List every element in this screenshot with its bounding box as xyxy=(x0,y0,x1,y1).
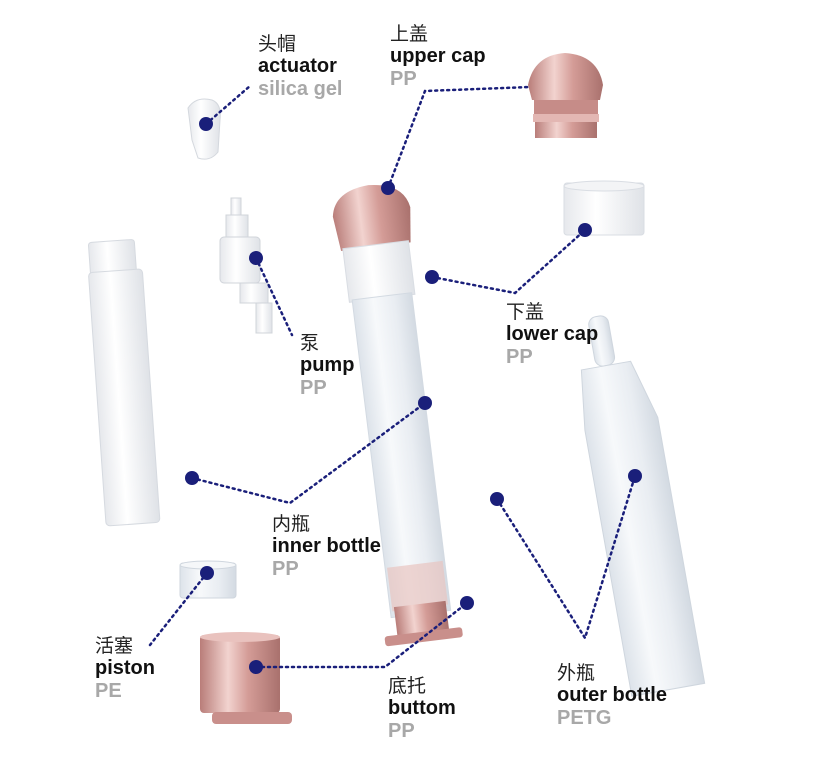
label-outer-bottle-cn: 外瓶 xyxy=(557,662,596,684)
leader-line-inner-bottle xyxy=(190,401,427,505)
outer-bottle-part xyxy=(580,315,706,697)
label-actuator-en: actuator xyxy=(258,55,337,78)
dot-outer-bottle xyxy=(628,469,642,483)
label-inner-bottle-en: inner bottle xyxy=(272,535,381,558)
upper-cap-part xyxy=(528,53,603,138)
dot-actuator xyxy=(199,117,213,131)
label-lower-cap: 下盖 lower cap PP xyxy=(506,301,599,368)
leader-line-actuator xyxy=(204,84,252,126)
label-pump-en: pump xyxy=(300,354,355,377)
label-lower-cap-material: PP xyxy=(506,345,533,368)
dot-piston xyxy=(200,566,214,580)
inner-bottle-part xyxy=(88,239,161,527)
dot-outer-bottle-assembled xyxy=(490,492,504,506)
label-piston-en: piston xyxy=(95,657,155,680)
pump-part xyxy=(219,197,273,334)
label-upper-cap-material: PP xyxy=(390,67,417,90)
dot-upper-cap xyxy=(381,181,395,195)
dot-inner-bottle-assembled xyxy=(418,396,432,410)
label-pump-cn: 泵 xyxy=(300,332,320,354)
leader-line-lower-cap xyxy=(430,228,587,295)
label-pump: 泵 pump PP xyxy=(300,332,355,399)
label-buttom: 底托 buttom PP xyxy=(388,675,456,742)
leader-line-pump xyxy=(254,256,294,337)
label-actuator: 头帽 actuator silica gel xyxy=(258,33,343,100)
label-lower-cap-en: lower cap xyxy=(506,323,599,346)
label-outer-bottle-material: PETG xyxy=(557,706,612,729)
leader-line-buttom xyxy=(254,601,469,669)
dot-buttom xyxy=(249,660,263,674)
label-piston-material: PE xyxy=(95,679,122,702)
label-piston-cn: 活塞 xyxy=(95,635,134,657)
dot-lower-cap-assembled xyxy=(425,270,439,284)
label-outer-bottle: 外瓶 outer bottle PETG xyxy=(557,662,667,729)
dot-buttom-assembled xyxy=(460,596,474,610)
lower-cap-part xyxy=(563,180,645,236)
label-actuator-material: silica gel xyxy=(258,77,343,100)
leader-line-outer-bottle xyxy=(495,474,637,641)
assembled-bottle xyxy=(332,184,463,647)
label-buttom-material: PP xyxy=(388,719,415,742)
dot-pump xyxy=(249,251,263,265)
label-outer-bottle-en: outer bottle xyxy=(557,684,667,707)
label-lower-cap-cn: 下盖 xyxy=(506,301,545,323)
dot-lower-cap xyxy=(578,223,592,237)
label-inner-bottle-material: PP xyxy=(272,557,299,580)
dot-inner-bottle xyxy=(185,471,199,485)
leader-line-piston xyxy=(148,571,209,647)
label-inner-bottle-cn: 内瓶 xyxy=(272,513,311,535)
label-inner-bottle: 内瓶 inner bottle PP xyxy=(272,513,381,580)
label-buttom-cn: 底托 xyxy=(388,675,427,697)
label-upper-cap: 上盖 upper cap PP xyxy=(390,23,486,90)
buttom-part xyxy=(200,632,292,724)
leader-line-upper-cap xyxy=(386,85,532,190)
label-pump-material: PP xyxy=(300,376,327,399)
label-actuator-cn: 头帽 xyxy=(258,33,297,55)
label-upper-cap-cn: 上盖 xyxy=(390,23,429,45)
label-buttom-en: buttom xyxy=(388,697,456,720)
label-piston: 活塞 piston PE xyxy=(95,635,155,702)
label-upper-cap-en: upper cap xyxy=(390,45,486,68)
